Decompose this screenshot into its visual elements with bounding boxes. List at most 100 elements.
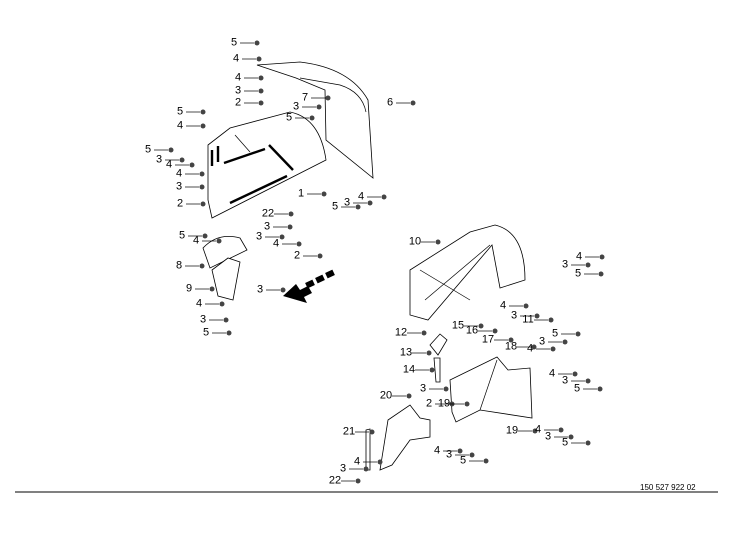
callout-number: 3 bbox=[561, 258, 569, 271]
part-14-bracket bbox=[433, 357, 441, 383]
callout-number: 5 bbox=[573, 382, 581, 395]
callout-number: 6 bbox=[386, 96, 394, 109]
callout-number: 15 bbox=[451, 319, 465, 332]
fastener-icon bbox=[597, 386, 603, 392]
callout-number: 14 bbox=[402, 363, 416, 376]
fastener-icon bbox=[369, 429, 375, 435]
fastener-icon bbox=[287, 224, 293, 230]
fastener-icon bbox=[426, 350, 432, 356]
fastener-icon bbox=[532, 428, 538, 434]
fastener-icon bbox=[168, 147, 174, 153]
callout-number: 5 bbox=[574, 267, 582, 280]
callout-number: 4 bbox=[272, 237, 280, 250]
fastener-icon bbox=[585, 262, 591, 268]
callout-number: 4 bbox=[357, 190, 365, 203]
callout-number: 4 bbox=[165, 158, 173, 171]
callout-number: 19 bbox=[437, 397, 451, 410]
callout-number: 4 bbox=[433, 444, 441, 457]
fastener-icon bbox=[469, 452, 475, 458]
fastener-icon bbox=[585, 378, 591, 384]
part-6-cover bbox=[256, 61, 374, 179]
fastener-icon bbox=[219, 301, 225, 307]
callout-number: 3 bbox=[155, 153, 163, 166]
callout-number: 3 bbox=[292, 100, 300, 113]
callout-number: 4 bbox=[526, 342, 534, 355]
callout-number: 5 bbox=[178, 229, 186, 242]
fastener-icon bbox=[562, 339, 568, 345]
callout-number: 3 bbox=[343, 196, 351, 209]
callout-number: 9 bbox=[185, 282, 193, 295]
fastener-icon bbox=[410, 100, 416, 106]
fastener-icon bbox=[258, 100, 264, 106]
callout-number: 3 bbox=[175, 180, 183, 193]
callout-number: 2 bbox=[293, 249, 301, 262]
fastener-icon bbox=[223, 317, 229, 323]
fastener-icon bbox=[381, 194, 387, 200]
callout-number: 13 bbox=[399, 346, 413, 359]
part-20-fender bbox=[379, 404, 431, 471]
callout-number: 12 bbox=[394, 326, 408, 339]
fastener-icon bbox=[296, 241, 302, 247]
callout-number: 4 bbox=[534, 423, 542, 436]
fastener-icon bbox=[443, 386, 449, 392]
fastener-icon bbox=[288, 211, 294, 217]
callout-number: 22 bbox=[261, 207, 275, 220]
fastener-icon bbox=[429, 367, 435, 373]
callout-number: 3 bbox=[256, 283, 264, 296]
fastener-icon bbox=[309, 115, 315, 121]
callout-number: 19 bbox=[505, 424, 519, 437]
fastener-icon bbox=[199, 184, 205, 190]
drawing-number: 150 527 922 02 bbox=[640, 483, 696, 492]
callout-number: 22 bbox=[328, 474, 342, 487]
callout-number: 16 bbox=[465, 324, 479, 337]
fastener-icon bbox=[321, 191, 327, 197]
fastener-icon bbox=[216, 238, 222, 244]
callout-number: 5 bbox=[459, 454, 467, 467]
fastener-icon bbox=[483, 458, 489, 464]
callout-number: 1 bbox=[297, 187, 305, 200]
callout-number: 5 bbox=[561, 436, 569, 449]
fastener-icon bbox=[457, 448, 463, 454]
callout-number: 4 bbox=[176, 119, 184, 132]
fastener-icon bbox=[534, 313, 540, 319]
callout-number: 5 bbox=[331, 200, 339, 213]
callout-number: 5 bbox=[176, 105, 184, 118]
callout-number: 5 bbox=[285, 111, 293, 124]
part-10-cover bbox=[409, 224, 526, 321]
fastener-icon bbox=[200, 123, 206, 129]
fastener-icon bbox=[508, 337, 514, 343]
part-21-strip bbox=[365, 428, 371, 471]
callout-number: 21 bbox=[342, 425, 356, 438]
fastener-icon bbox=[585, 440, 591, 446]
fastener-icon bbox=[256, 56, 262, 62]
callout-number: 3 bbox=[263, 220, 271, 233]
callout-number: 2 bbox=[234, 96, 242, 109]
callout-number: 3 bbox=[339, 462, 347, 475]
callout-number: 4 bbox=[192, 234, 200, 247]
fastener-icon bbox=[599, 254, 605, 260]
part-13-bracket bbox=[429, 333, 448, 356]
fastener-icon bbox=[199, 263, 205, 269]
fastener-icon bbox=[377, 459, 383, 465]
callout-number: 3 bbox=[419, 382, 427, 395]
fastener-icon bbox=[355, 478, 361, 484]
callout-number: 3 bbox=[445, 448, 453, 461]
fastener-icon bbox=[406, 393, 412, 399]
fastener-icon bbox=[568, 434, 574, 440]
part-9-fender bbox=[211, 257, 241, 301]
callout-number: 4 bbox=[575, 250, 583, 263]
part-1-cover bbox=[207, 111, 327, 219]
callout-number: 4 bbox=[175, 167, 183, 180]
callout-number: 4 bbox=[232, 52, 240, 65]
fastener-icon bbox=[258, 88, 264, 94]
fastener-icon bbox=[523, 303, 529, 309]
fastener-icon bbox=[558, 427, 564, 433]
callout-number: 20 bbox=[379, 389, 393, 402]
callout-number: 2 bbox=[425, 397, 433, 410]
callout-number: 3 bbox=[199, 313, 207, 326]
fastener-icon bbox=[316, 104, 322, 110]
callout-number: 4 bbox=[548, 367, 556, 380]
fastener-icon bbox=[279, 234, 285, 240]
